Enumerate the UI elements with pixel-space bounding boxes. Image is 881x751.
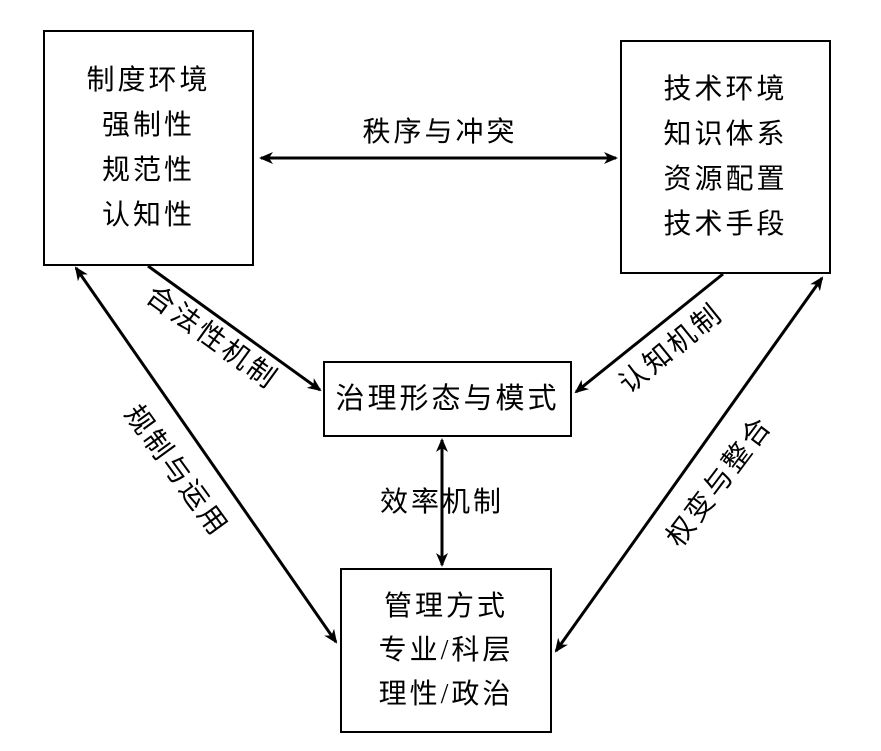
management-style-box: 管理方式 专业/科层 理性/政治 bbox=[340, 568, 552, 733]
institution-line-2: 强制性 bbox=[101, 110, 195, 141]
efficiency-mechanism-label: 效率机制 bbox=[379, 487, 505, 518]
institution-line-4: 认知性 bbox=[101, 200, 195, 231]
institution-line-3: 规范性 bbox=[101, 155, 195, 186]
technology-environment-box: 技术环境 知识体系 资源配置 技术手段 bbox=[620, 40, 831, 274]
technology-line-4: 技术手段 bbox=[663, 209, 788, 240]
management-line-1: 管理方式 bbox=[383, 590, 508, 622]
governance-mode-box: 治理形态与模式 bbox=[323, 361, 572, 437]
management-line-3: 理性/政治 bbox=[378, 678, 514, 710]
contingency-arrow bbox=[554, 276, 824, 653]
management-line-2: 专业/科层 bbox=[378, 634, 514, 666]
institution-environment-box: 制度环境 强制性 规范性 认知性 bbox=[43, 30, 254, 266]
order-conflict-label: 秩序与冲突 bbox=[362, 117, 518, 148]
technology-line-3: 资源配置 bbox=[663, 164, 788, 195]
institution-line-1: 制度环境 bbox=[86, 65, 211, 96]
regulation-arrow bbox=[74, 266, 338, 644]
technology-line-2: 知识体系 bbox=[663, 119, 788, 150]
governance-label: 治理形态与模式 bbox=[335, 382, 560, 415]
technology-line-1: 技术环境 bbox=[663, 74, 788, 105]
